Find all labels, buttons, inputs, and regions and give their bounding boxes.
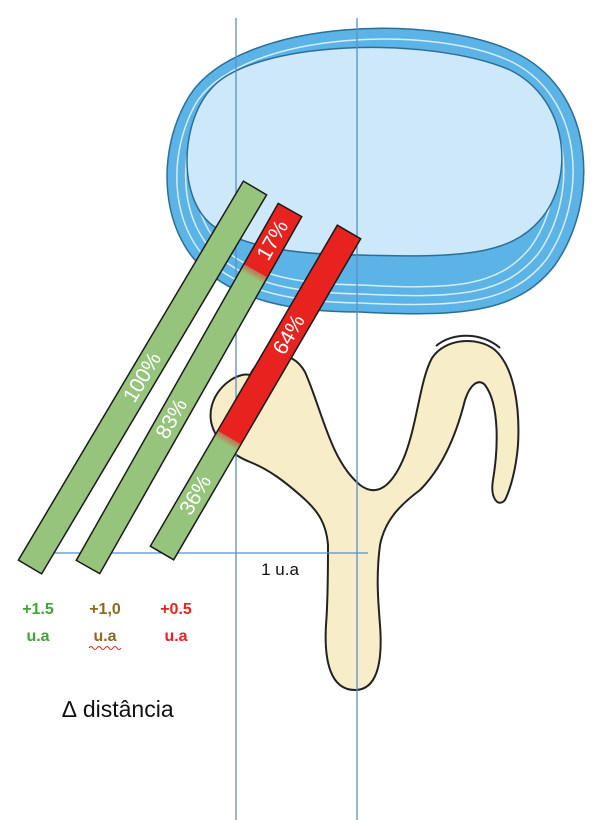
- distance-0-5: +0.5 u.a: [160, 601, 192, 645]
- needle-bar-1-5: 100%: [18, 181, 266, 574]
- spellcheck-underline: [89, 647, 121, 650]
- distance-value: +0.5: [160, 601, 192, 618]
- distance-unit: u.a: [164, 628, 187, 645]
- distance-1-5: +1.5 u.a: [22, 601, 54, 645]
- scale-label: 1 u.a: [261, 560, 299, 579]
- distance-value: +1.5: [22, 601, 54, 618]
- distance-labels: +1.5 u.a +1,0 u.a +0.5 u.a: [22, 601, 192, 650]
- distance-unit: u.a: [26, 628, 49, 645]
- distance-unit: u.a: [93, 628, 116, 645]
- delta-distance-label: ∆ distância: [62, 696, 173, 722]
- intervertebral-disc: [167, 28, 584, 313]
- distance-value: +1,0: [89, 601, 121, 618]
- distance-1-0: +1,0 u.a: [89, 601, 121, 650]
